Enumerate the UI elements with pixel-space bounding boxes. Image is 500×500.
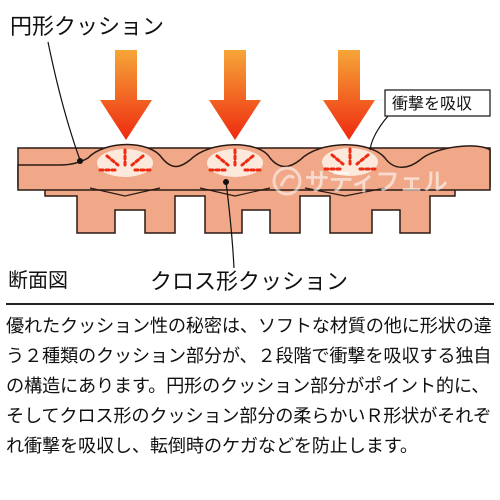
absorb-label-box	[384, 89, 491, 117]
description-text: 優れたクッション性の秘密は、ソフトな材質の他に形状の違う２種類のクッション部分が…	[6, 316, 492, 457]
down-arrow-icon	[209, 50, 261, 140]
section-divider	[6, 303, 494, 305]
down-arrow-icon	[100, 50, 152, 140]
groove-line	[199, 187, 271, 197]
impact-burst-icon	[322, 147, 378, 176]
round-cushion-pointer	[47, 41, 81, 161]
groove-line	[304, 187, 386, 197]
label-absorb-impact: 衝撃を吸収	[392, 94, 472, 113]
impact-burst-icon	[207, 148, 263, 177]
groove-line	[89, 187, 161, 197]
impact-burst-icon	[97, 148, 153, 177]
label-round-cushion: 円形クッション	[10, 15, 164, 40]
pointer-dot-icon	[77, 158, 83, 164]
cross-cushion-pointer	[225, 181, 235, 269]
down-arrow-icon	[323, 50, 375, 140]
label-cross-cushion: クロス形クッション	[150, 270, 348, 295]
cushion-cross-section-diagram: 円形クッション 衝撃を吸収 断面図 クロス形クッション サティフェル	[8, 15, 491, 295]
watermark-logo-icon	[272, 166, 302, 196]
watermark-text: サティフェル	[305, 168, 448, 196]
absorb-pointer	[369, 115, 389, 151]
label-cross-section: 断面図	[8, 268, 68, 292]
